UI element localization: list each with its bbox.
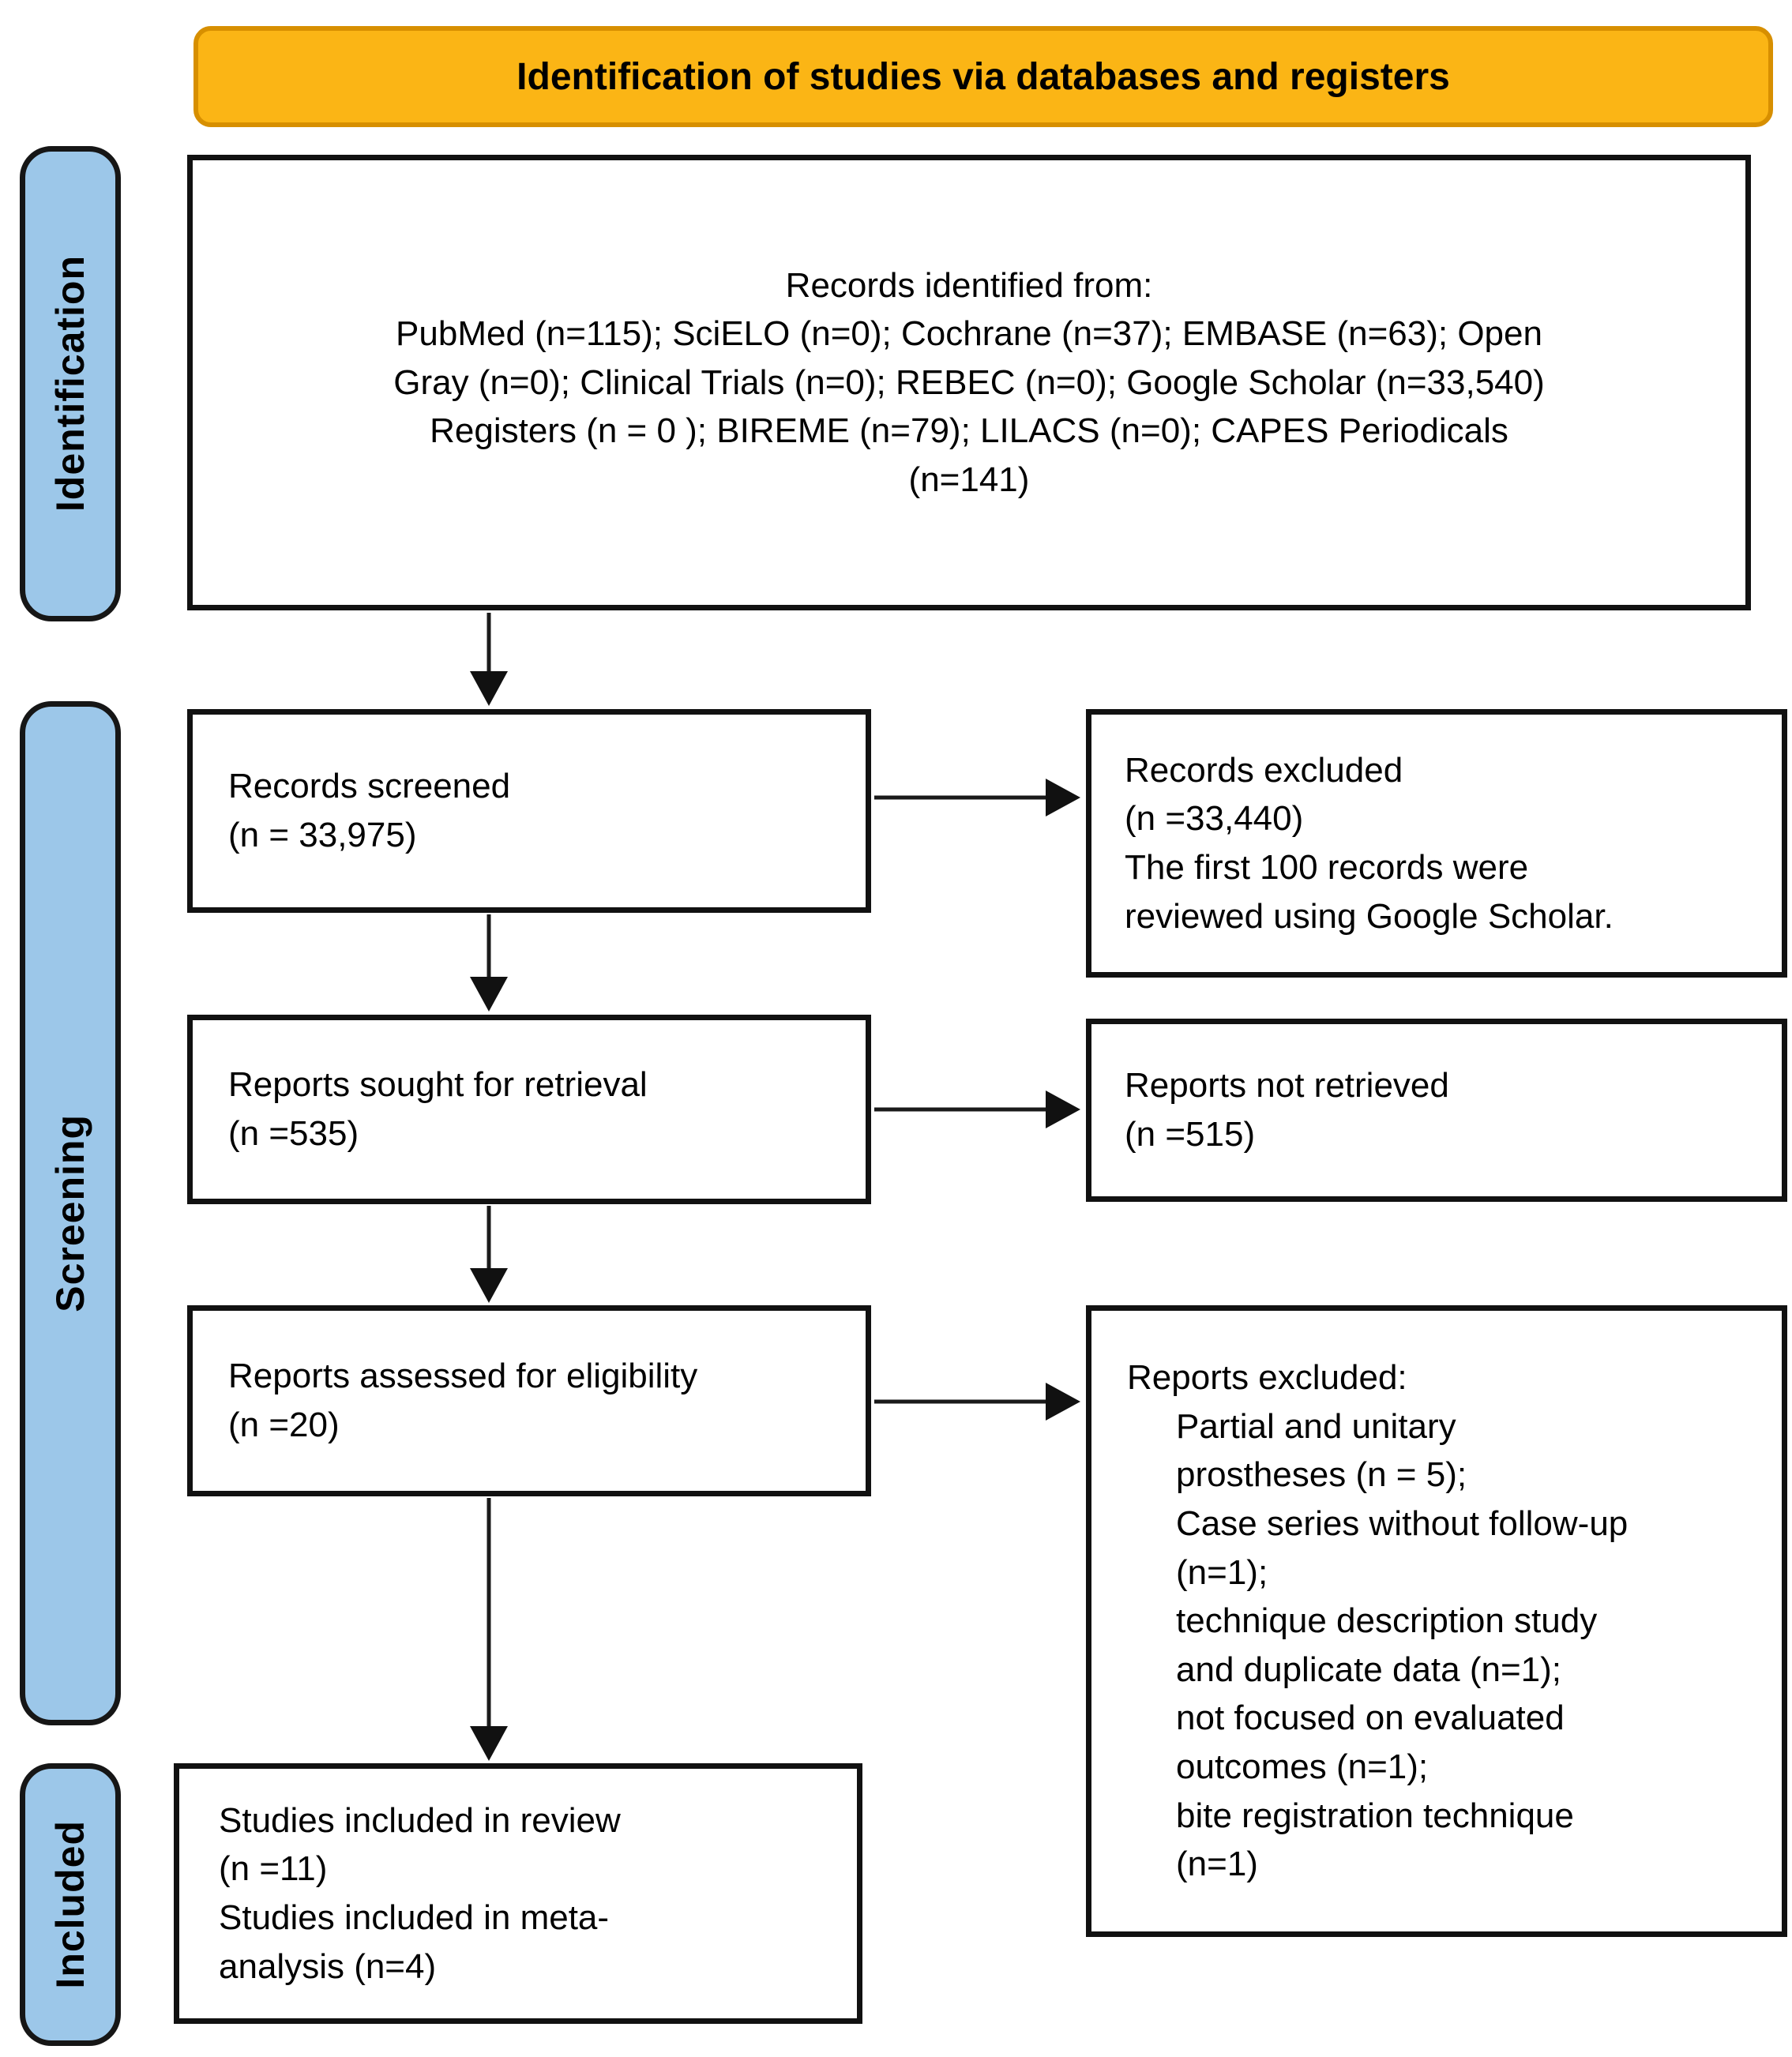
flow-box-records-screened: Records screened (n = 33,975) [187, 709, 871, 913]
reports-excluded-reason: bite registration technique (n=1) [1176, 1796, 1574, 1884]
flow-box-reports-sought: Reports sought for retrieval (n =535) [187, 1015, 871, 1204]
reports-assessed-text: Reports assessed for eligibility (n =20) [228, 1357, 698, 1444]
flow-box-reports-not-retrieved: Reports not retrieved (n =515) [1086, 1019, 1787, 1202]
flow-box-studies-included: Studies included in review (n =11) Studi… [174, 1763, 862, 2024]
arrow-down-icon [470, 613, 508, 706]
stage-label-screening-text: Screening [48, 1114, 92, 1312]
banner-title: Identification of studies via databases … [193, 26, 1773, 127]
reports-excluded-reason: Partial and unitary prostheses (n = 5); [1176, 1406, 1467, 1495]
arrow-down-icon [470, 1498, 508, 1761]
studies-included-text: Studies included in review (n =11) Studi… [219, 1800, 621, 1986]
reports-excluded-reason: not focused on evaluated outcomes (n=1); [1176, 1699, 1565, 1786]
arrow-right-icon [874, 1383, 1080, 1421]
records-screened-text: Records screened (n = 33,975) [228, 767, 511, 854]
records-excluded-text: Records excluded (n =33,440) The first 1… [1125, 750, 1614, 936]
arrow-right-icon [874, 1090, 1080, 1128]
reports-sought-text: Reports sought for retrieval (n =535) [228, 1065, 648, 1153]
arrow-down-icon [470, 914, 508, 1012]
arrow-down-icon [470, 1206, 508, 1303]
reports-not-retrieved-text: Reports not retrieved (n =515) [1125, 1066, 1449, 1154]
reports-excluded-reason: technique description study and duplicat… [1176, 1601, 1598, 1689]
flow-box-records-identified: Records identified from: PubMed (n=115);… [187, 155, 1751, 610]
stage-label-identification: Identification [20, 146, 121, 621]
stage-label-included: Included [20, 1763, 121, 2046]
flow-box-reports-excluded: Reports excluded: Partial and unitary pr… [1086, 1305, 1787, 1937]
stage-label-screening: Screening [20, 701, 121, 1725]
banner-title-text: Identification of studies via databases … [517, 55, 1450, 98]
stage-label-included-text: Included [48, 1820, 92, 1989]
flow-box-reports-assessed: Reports assessed for eligibility (n =20) [187, 1305, 871, 1496]
records-identified-text: Records identified from: PubMed (n=115);… [393, 265, 1545, 499]
flow-box-records-excluded: Records excluded (n =33,440) The first 1… [1086, 709, 1787, 978]
reports-excluded-title: Reports excluded: [1127, 1358, 1407, 1398]
reports-excluded-reason: Case series without follow-up (n=1); [1176, 1504, 1629, 1592]
stage-label-identification-text: Identification [48, 255, 92, 512]
arrow-right-icon [874, 779, 1080, 816]
